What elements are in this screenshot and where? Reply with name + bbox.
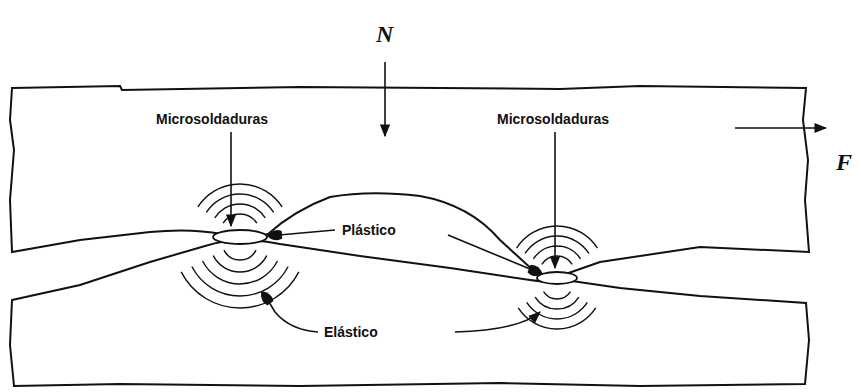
stress-wave xyxy=(224,250,256,260)
force-label: F xyxy=(836,150,852,174)
part-label: Plástico xyxy=(340,222,398,238)
leader-line xyxy=(554,132,556,268)
stress-wave xyxy=(517,226,598,248)
microweld xyxy=(537,272,577,284)
force-arrow xyxy=(384,62,386,136)
stress-wave xyxy=(527,302,588,319)
stress-wave xyxy=(525,236,589,253)
lower-body xyxy=(10,240,809,386)
leader-line xyxy=(448,235,542,274)
part-label: Microsoldaduras xyxy=(497,112,609,126)
stress-wave xyxy=(192,266,288,296)
stress-waves xyxy=(181,184,597,329)
stress-wave xyxy=(206,194,273,212)
stress-wave xyxy=(542,256,572,264)
stress-wave xyxy=(213,256,266,272)
stress-wave xyxy=(181,272,299,308)
part-label: Elástico xyxy=(322,324,380,340)
stress-wave xyxy=(533,246,580,259)
leader-line xyxy=(230,132,232,226)
stress-wave xyxy=(544,292,571,299)
stress-wave xyxy=(223,214,257,223)
force-label: N xyxy=(376,22,393,46)
stress-wave xyxy=(203,261,278,284)
force-arrow xyxy=(735,127,826,129)
stress-wave xyxy=(198,184,282,207)
leader-line xyxy=(262,292,318,332)
microweld xyxy=(213,230,267,244)
stress-wave xyxy=(535,297,579,309)
part-label: Microsoldaduras xyxy=(156,112,268,126)
leader-line xyxy=(455,312,540,332)
upper-body xyxy=(10,86,809,277)
stress-wave xyxy=(215,204,265,218)
leader-line xyxy=(268,230,335,236)
